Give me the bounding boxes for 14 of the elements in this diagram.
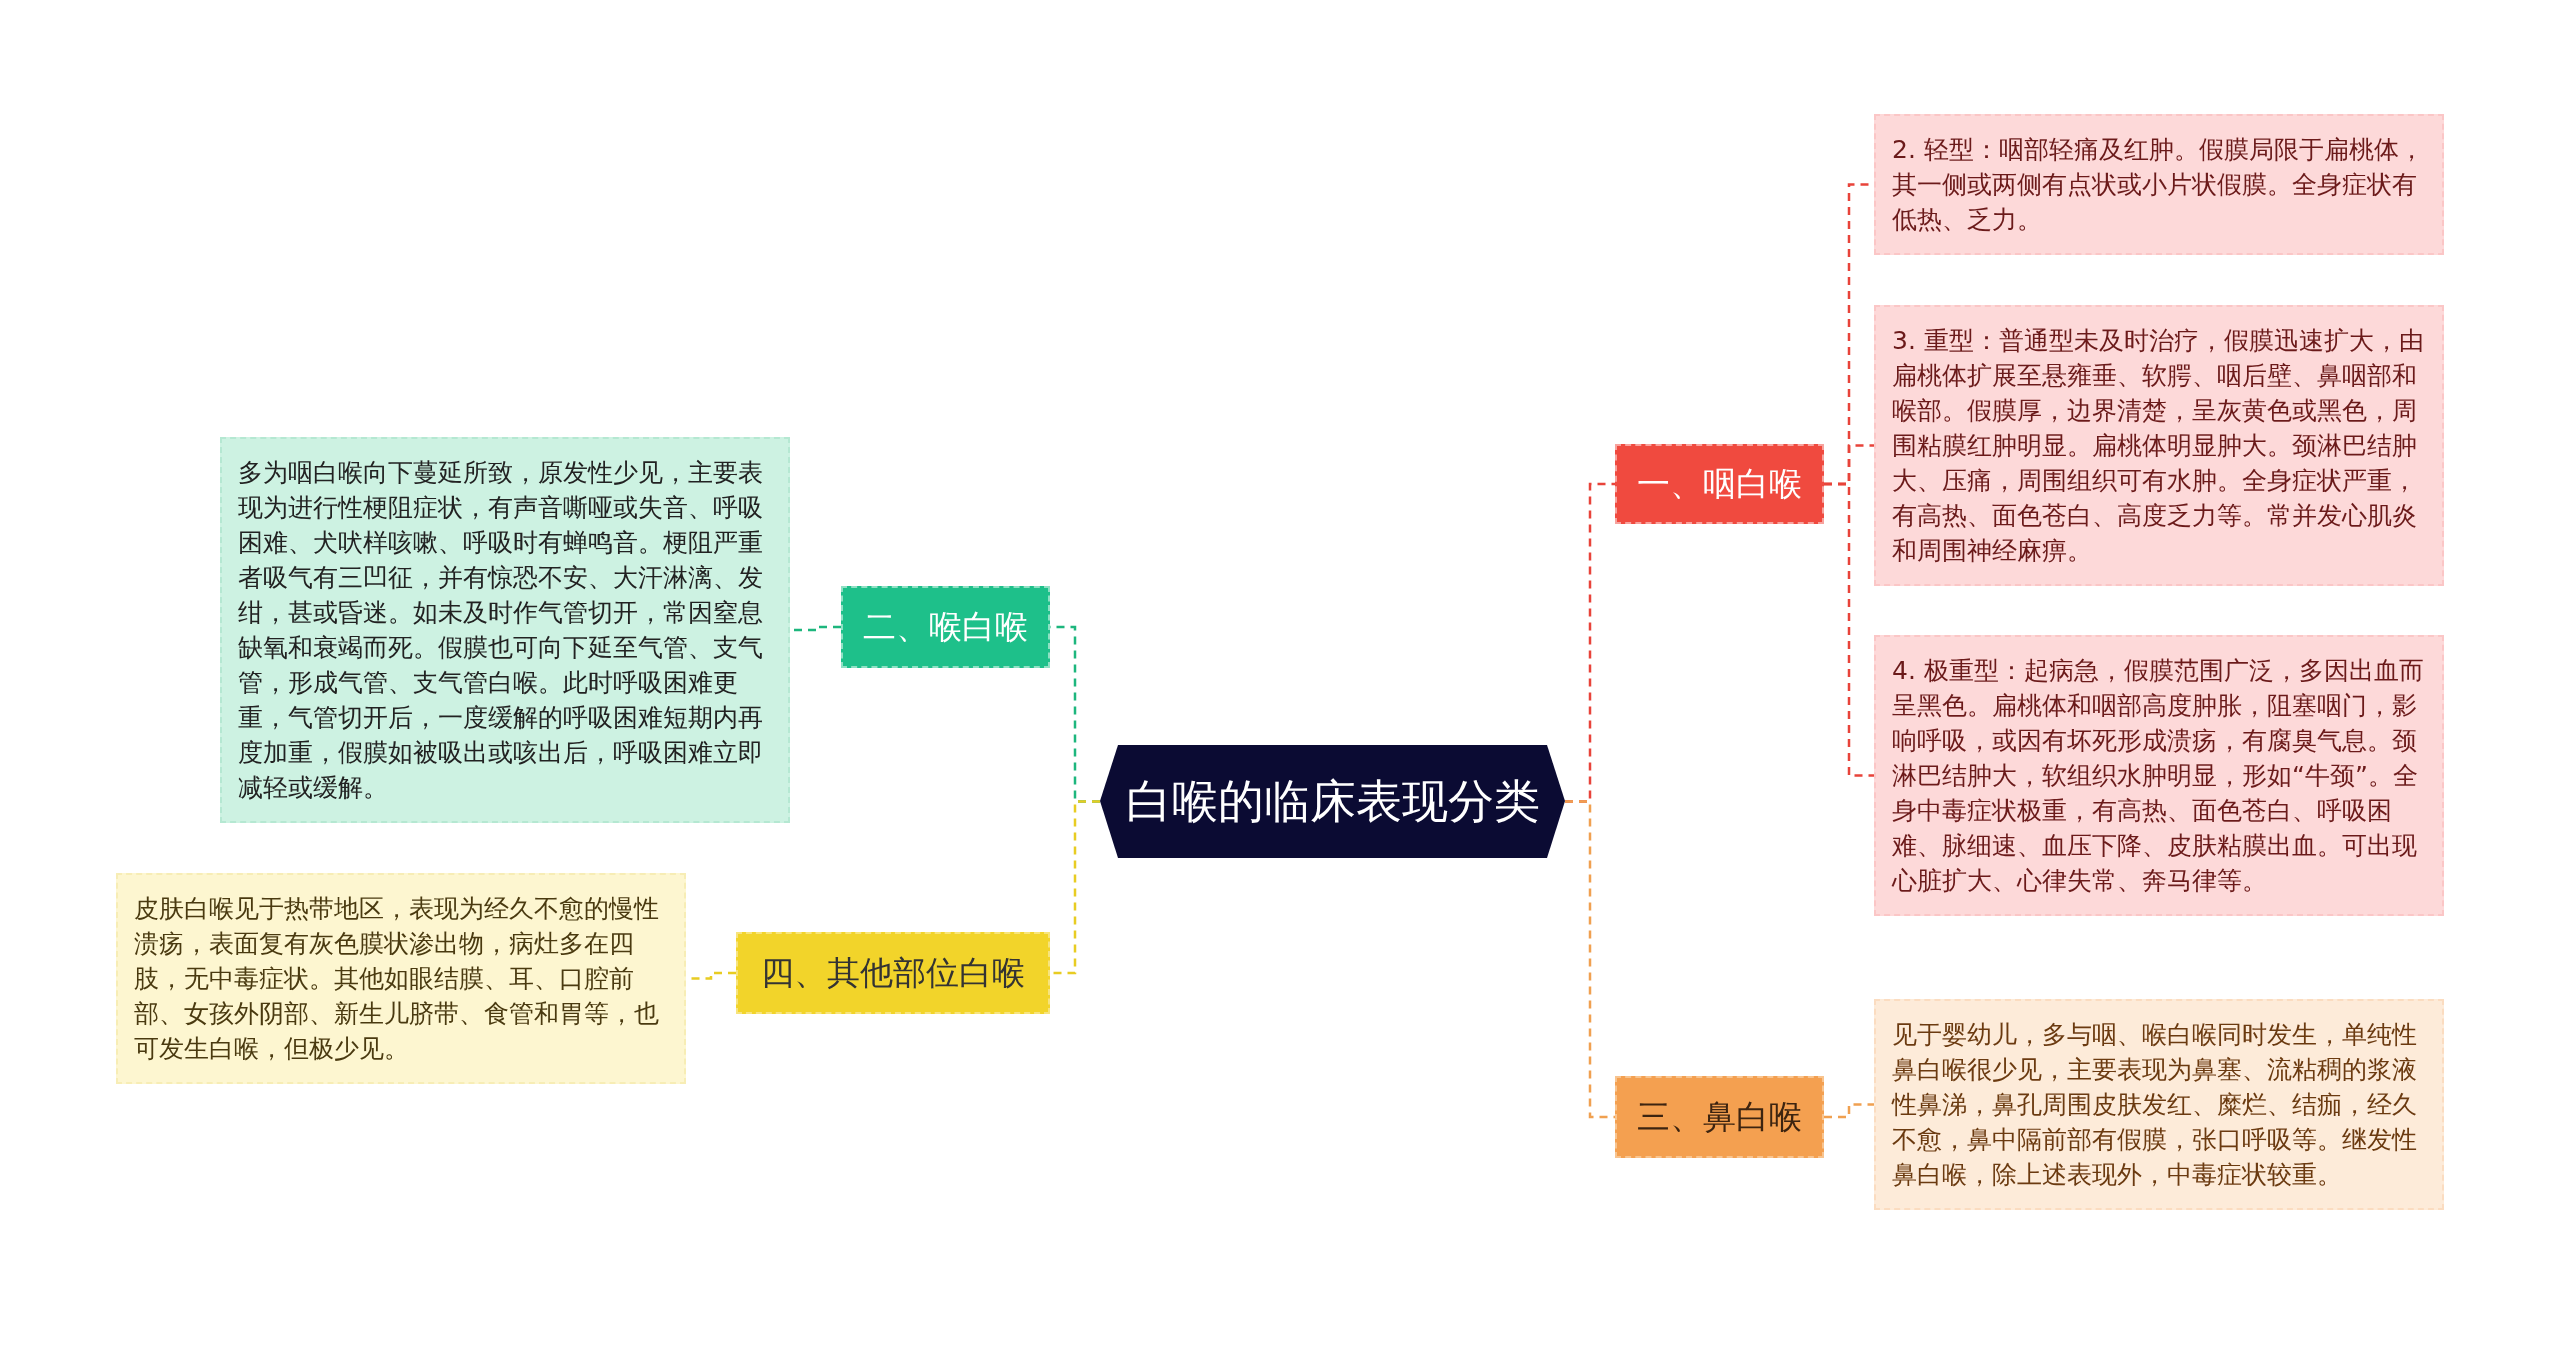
detail-card: 多为咽白喉向下蔓延所致，原发性少见，主要表现为进行性梗阻症状，有声音嘶哑或失音、呼吸困难、犬吠样咳嗽、呼吸时有蝉鸣音。梗阻严重者吸气有三凹征，并有惊恐不安、大汗淋漓、发绀，甚或昏迷。如未及时作气管切开，常因窒息缺氧和衰竭而死。假膜也可向下延至气管、支气管，形成气管、支气管白喉。此时呼吸困难更重，气管切开后，一度缓解的呼吸困难短期内再度加重，假膜如被吸出或咳出后，呼吸困难立即减轻或缓解。 bbox=[220, 437, 790, 823]
branch-topic: 三、鼻白喉 bbox=[1615, 1076, 1824, 1158]
root-topic: 白喉的临床表现分类 bbox=[1100, 745, 1565, 858]
connector-line bbox=[1824, 1103, 1874, 1119]
branch-topic: 四、其他部位白喉 bbox=[736, 932, 1050, 1014]
branch-topic: 一、咽白喉 bbox=[1615, 444, 1824, 524]
detail-card: 皮肤白喉见于热带地区，表现为经久不愈的慢性溃疡，表面复有灰色膜状渗出物，病灶多在四肢，无中毒症状。其他如眼结膜、耳、口腔前部、女孩外阴部、新生儿脐带、食管和胃等，也可发生白喉，但极少见。 bbox=[116, 873, 686, 1084]
detail-card: 见于婴幼儿，多与咽、喉白喉同时发生，单纯性鼻白喉很少见，主要表现为鼻塞、流粘稠的浆液性鼻涕，鼻孔周围皮肤发红、糜烂、结痂，经久不愈，鼻中隔前部有假膜，张口呼吸等。继发性鼻白喉，除上述表现外，中毒症状较重。 bbox=[1874, 999, 2444, 1210]
connector-line bbox=[1824, 482, 1874, 777]
detail-card: 2. 轻型：咽部轻痛及红肿。假膜局限于扁桃体，其一侧或两侧有点状或小片状假膜。全身症状有低热、乏力。 bbox=[1874, 114, 2444, 255]
detail-card: 4. 极重型：起病急，假膜范围广泛，多因出血而呈黑色。扁桃体和咽部高度肿胀，阻塞咽门，影响呼吸，或因有坏死形成溃疡，有腐臭气息。颈淋巴结肿大，软组织水肿明显，形如“牛颈”。全身中毒症状极重，有高热、面色苍白、呼吸困难、脉细速、血压下降、皮肤粘膜出血。可出现心脏扩大、心律失常、奔马律等。 bbox=[1874, 635, 2444, 916]
connector-line bbox=[1565, 800, 1615, 1119]
detail-card: 3. 重型：普通型未及时治疗，假膜迅速扩大，由扁桃体扩展至悬雍垂、软腭、咽后壁、鼻咽部和喉部。假膜厚，边界清楚，呈灰黄色或黑色，周围粘膜红肿明显。扁桃体明显肿大。颈淋巴结肿大、压痛，周围组织可有水肿。全身症状严重，有高热、面色苍白、高度乏力等。常并发心肌炎和周围神经麻痹。 bbox=[1874, 305, 2444, 586]
branch-topic: 二、喉白喉 bbox=[841, 586, 1050, 668]
